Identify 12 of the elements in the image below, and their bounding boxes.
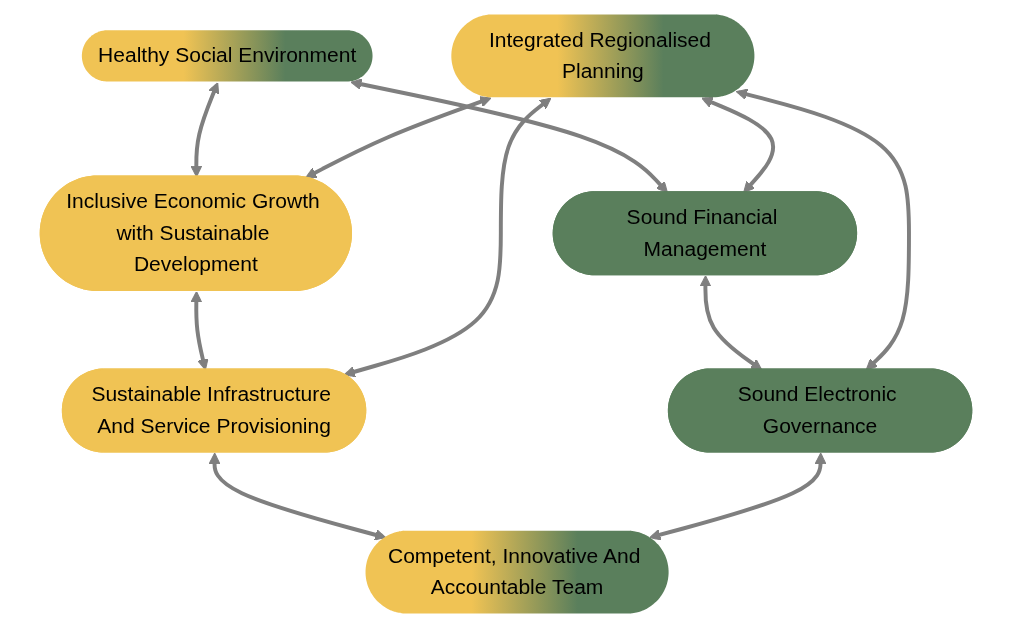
arrow — [343, 97, 551, 377]
node-box: Competent, Innovative And Accountable Team — [365, 530, 669, 613]
arrow — [190, 81, 219, 177]
arrow — [699, 274, 762, 370]
node-box: Healthy Social Environment — [81, 29, 372, 81]
arrow — [735, 88, 911, 370]
arrow — [700, 96, 775, 193]
arrow — [304, 95, 491, 178]
arrow — [208, 452, 386, 540]
arrow — [190, 290, 209, 370]
arrow — [648, 452, 826, 540]
arrow — [349, 78, 668, 193]
